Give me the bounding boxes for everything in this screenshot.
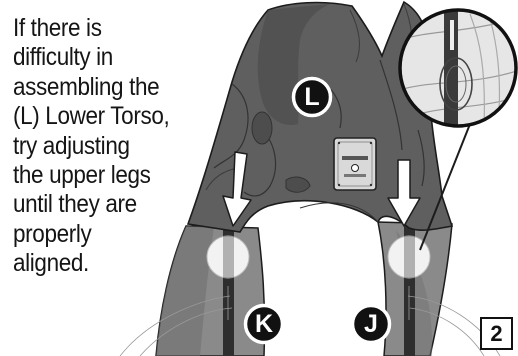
instruction-line: properly <box>13 220 193 249</box>
instruction-line: aligned. <box>13 249 193 278</box>
label-right-leg: J <box>353 306 390 343</box>
label-lower-torso: L <box>294 79 331 116</box>
battery-panel <box>334 138 376 190</box>
svg-text:2: 2 <box>446 97 448 101</box>
right-upper-leg <box>378 222 452 356</box>
instruction-text: If there is difficulty in assembling the… <box>13 14 193 279</box>
instruction-line: If there is <box>13 14 193 43</box>
label-left-leg: K <box>246 306 283 343</box>
instruction-line: difficulty in <box>13 43 193 72</box>
instruction-line: assembling the <box>13 73 193 102</box>
instruction-line: until they are <box>13 190 193 219</box>
svg-text:L: L <box>304 83 319 111</box>
instruction-line: the upper legs <box>13 161 193 190</box>
instruction-line: (L) Lower Torso, <box>13 102 193 131</box>
svg-text:K: K <box>255 310 273 338</box>
step-number: 2 <box>480 317 513 350</box>
svg-text:J: J <box>364 310 378 338</box>
instruction-line: try adjusting <box>13 132 193 161</box>
